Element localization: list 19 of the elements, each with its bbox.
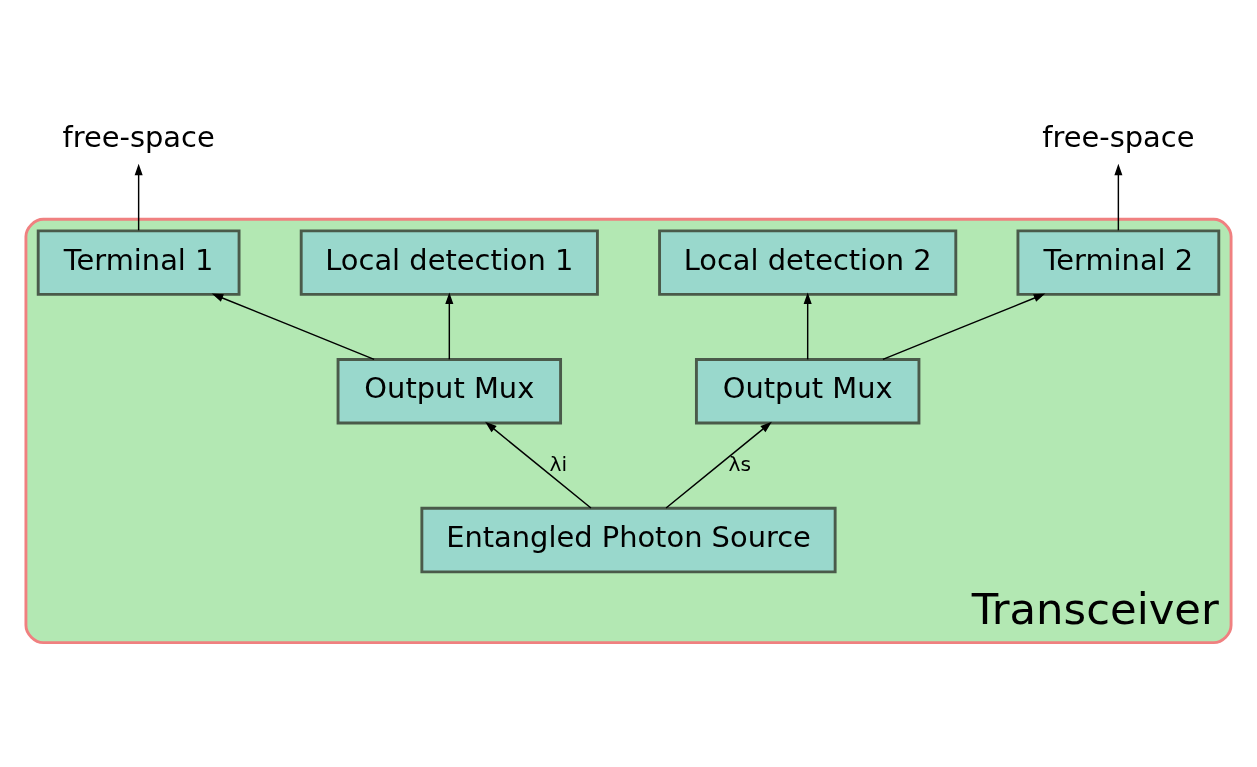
arrow xyxy=(211,293,375,360)
node-text: free-space xyxy=(1042,119,1195,154)
edge-label: λs xyxy=(728,451,752,476)
arrow xyxy=(485,421,592,509)
node-box: Terminal 2 xyxy=(1016,228,1221,296)
arrow xyxy=(134,163,143,231)
arrow xyxy=(665,421,772,509)
node-box: Local detection 1 xyxy=(299,228,599,296)
node-box: Output Mux xyxy=(694,357,921,424)
node-box: Local detection 2 xyxy=(658,228,958,296)
node-box: Output Mux xyxy=(336,357,563,424)
arrow xyxy=(882,293,1046,360)
arrow xyxy=(803,291,812,360)
arrow xyxy=(445,291,454,360)
node-text: free-space xyxy=(62,119,215,154)
node-box: Terminal 1 xyxy=(36,228,241,296)
node-box: Entangled Photon Source xyxy=(420,506,837,573)
arrow xyxy=(1114,163,1123,231)
edge-label: λi xyxy=(549,451,568,476)
